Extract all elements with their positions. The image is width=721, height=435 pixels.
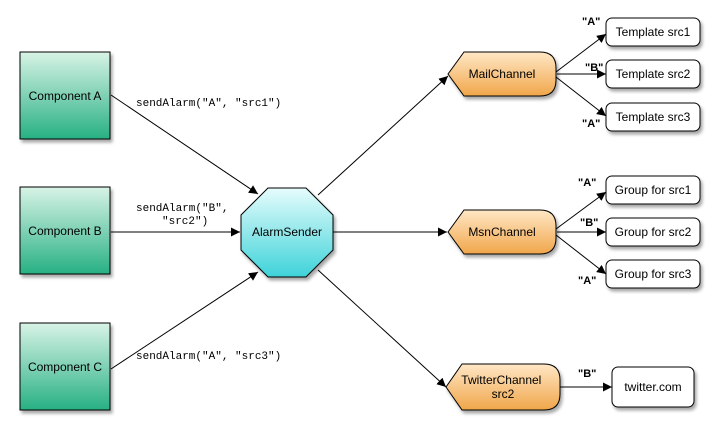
component-a-node[interactable]: Component A	[19, 51, 111, 140]
component-b-node[interactable]: Component B	[19, 186, 111, 275]
edge-component-a-to-sender	[110, 94, 259, 195]
group-src3-node[interactable]: Group for src3	[605, 259, 701, 289]
template-src2-label: Template src2	[616, 67, 691, 81]
call-label-c: sendAlarm("A", "src3")	[136, 351, 281, 363]
key-label-msn-3: "A"	[578, 275, 596, 287]
key-label-msn-2: "B"	[580, 217, 598, 229]
edge-sender-to-twitterchannel	[317, 269, 447, 388]
group-src1-node[interactable]: Group for src1	[605, 175, 701, 205]
template-src3-label: Template src3	[616, 110, 691, 124]
edge-msn-to-group-src3	[555, 234, 607, 275]
key-label-mail-2: "B"	[585, 62, 603, 74]
group-src1-label: Group for src1	[615, 183, 692, 197]
group-src2-node[interactable]: Group for src2	[605, 217, 701, 247]
call-label-b: sendAlarm("B", "src2")	[136, 203, 235, 228]
edge-component-c-to-sender	[110, 271, 259, 370]
key-label-mail-3: "A"	[582, 118, 600, 130]
key-label-msn-1: "A"	[578, 177, 596, 189]
mailchannel-label: MailChannel	[469, 67, 536, 81]
twitter-com-node[interactable]: twitter.com	[611, 366, 695, 408]
key-label-twitter: "B"	[578, 368, 596, 380]
component-b-label: Component B	[28, 224, 101, 238]
mailchannel-node[interactable]: MailChannel	[447, 51, 557, 97]
edge-mail-to-template-src3	[555, 76, 607, 117]
edge-msn-to-group-src1	[555, 191, 607, 230]
alarmsender-node[interactable]: AlarmSender	[240, 187, 334, 278]
group-src3-label: Group for src3	[615, 267, 692, 281]
edge-sender-to-mailchannel	[317, 75, 449, 196]
component-c-label: Component C	[28, 360, 102, 374]
component-c-node[interactable]: Component C	[19, 322, 111, 411]
template-src1-node[interactable]: Template src1	[605, 17, 701, 47]
template-src2-node[interactable]: Template src2	[605, 59, 701, 89]
twitterchannel-node[interactable]: TwitterChannel src2	[445, 363, 561, 411]
msnchannel-label: MsnChannel	[468, 225, 535, 239]
group-src2-label: Group for src2	[615, 225, 692, 239]
twitter-com-label: twitter.com	[624, 380, 681, 394]
msnchannel-node[interactable]: MsnChannel	[447, 209, 557, 255]
component-a-label: Component A	[29, 89, 102, 103]
alarmsender-label: AlarmSender	[252, 225, 322, 239]
edge-mail-to-template-src1	[555, 33, 607, 73]
template-src1-label: Template src1	[616, 25, 691, 39]
key-label-mail-1: "A"	[582, 16, 600, 28]
call-label-a: sendAlarm("A", "src1")	[136, 98, 281, 110]
template-src3-node[interactable]: Template src3	[605, 102, 701, 132]
twitterchannel-label: TwitterChannel src2	[461, 373, 544, 401]
